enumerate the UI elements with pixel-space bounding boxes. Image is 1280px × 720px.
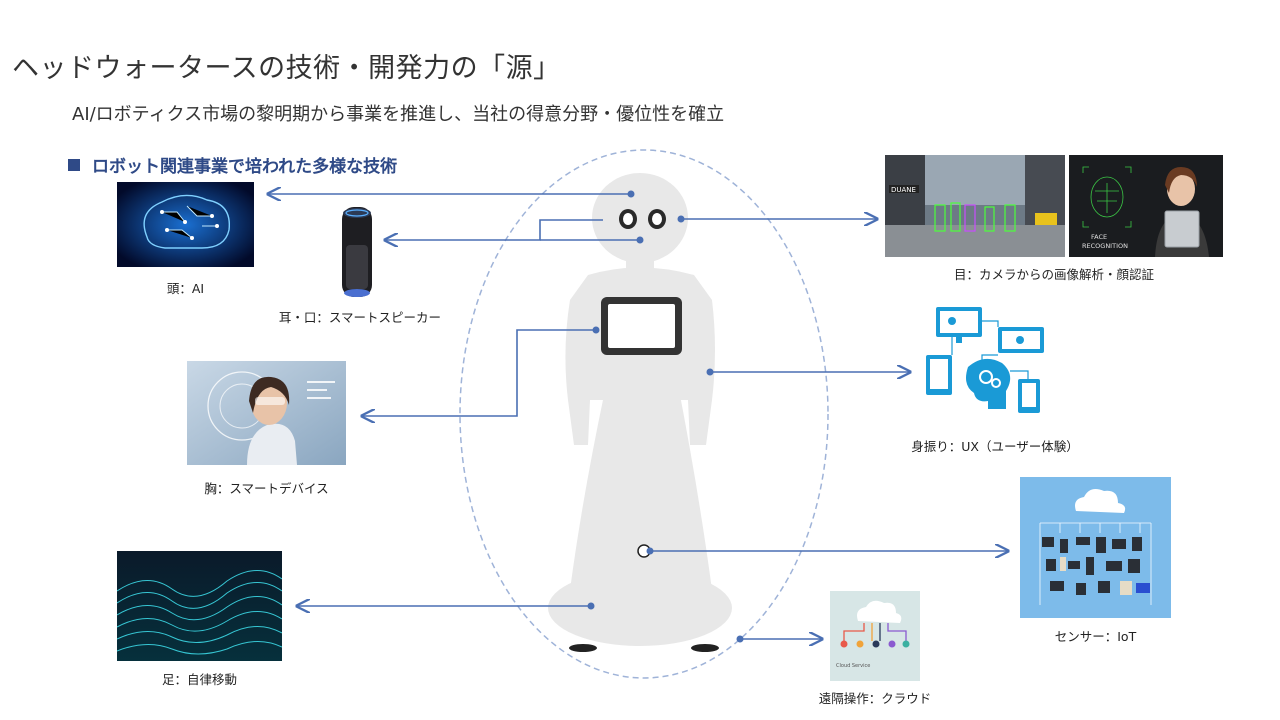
ai-brain-image [117, 182, 254, 267]
smart-device-image [187, 361, 346, 465]
face-recognition-label-1: FACE [1091, 233, 1107, 241]
street-sign-text: DUANE [891, 186, 916, 194]
robot-wheel-left [569, 644, 597, 652]
face-recognition-image: FACE RECOGNITION [1069, 155, 1223, 257]
section-heading: ロボット関連事業で培われた多様な技術 [68, 152, 397, 177]
robot-wheel-right [691, 644, 719, 652]
focus-ellipse [459, 149, 829, 679]
caption-chest: 胸：スマートデバイス [204, 481, 329, 496]
caption-legs: 足：自律移動 [161, 672, 237, 687]
page-subtitle: AI/ロボティクス市場の黎明期から事業を推進し、当社の得意分野・優位性を確立 [72, 104, 725, 125]
robot-eyes [619, 209, 666, 229]
face-recognition-label-2: RECOGNITION [1082, 242, 1128, 250]
cloud-service-label: Cloud Service [836, 663, 870, 669]
cloud-service-image: Cloud Service [830, 591, 920, 681]
caption-remote: 遠隔操作：クラウド [818, 691, 932, 706]
smart-speaker-image [336, 205, 378, 299]
caption-sensor: センサー：IoT [1054, 629, 1137, 644]
autonomous-movement-image [117, 551, 282, 661]
street-camera-image: DUANE [885, 155, 1065, 257]
connector-lines [268, 194, 1008, 639]
caption-head: 頭：AI [166, 281, 205, 296]
caption-eyes: 目：カメラからの画像解析・顔認証 [953, 267, 1154, 282]
caption-ear-mouth: 耳・口：スマートスピーカー [278, 310, 442, 325]
connector-dots [587, 190, 744, 643]
caption-gesture: 身振り：UX（ユーザー体験） [911, 439, 1079, 454]
iot-devices-image [1020, 477, 1171, 618]
robot-silhouette [548, 173, 732, 646]
section-heading-text: ロボット関連事業で培われた多様な技術 [92, 157, 398, 177]
ux-icons-image [922, 305, 1046, 429]
bullet-square-icon [68, 159, 80, 171]
page-title: ヘッドウォータースの技術・開発力の「源」 [12, 53, 561, 84]
